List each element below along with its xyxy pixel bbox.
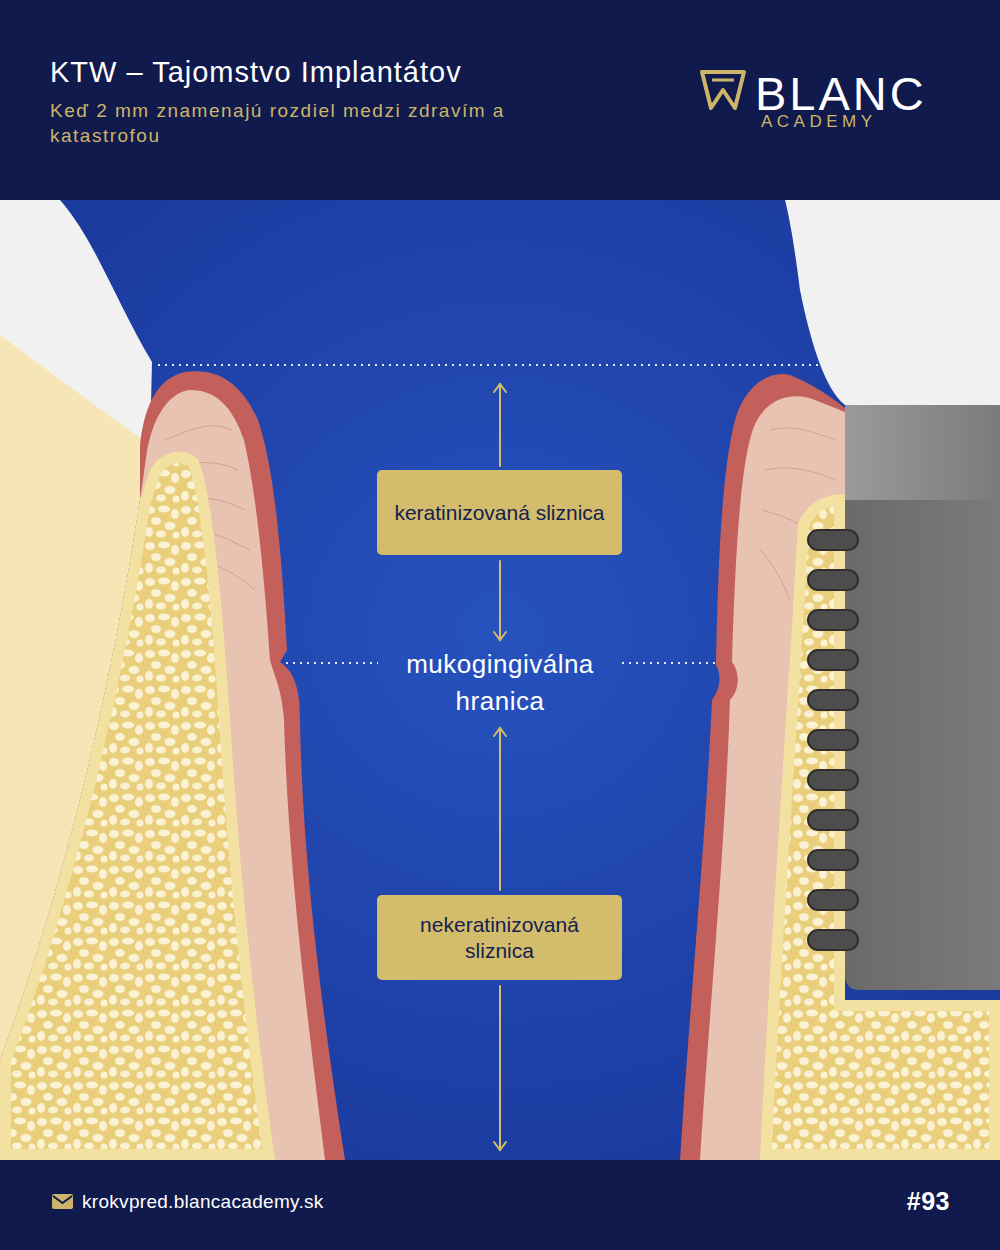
gingiva [0,371,345,1160]
title: KTW – Tajomstvo Implantátov [50,56,462,89]
keratinized-mucosa-box: keratinizovaná sliznica [377,470,622,555]
subtitle: Keď 2 mm znamenajú rozdiel medzi zdravím… [50,98,570,148]
logo-icon [712,79,734,82]
gingival-margin-line [158,364,822,366]
mail-icon [52,1194,73,1209]
issue-number: #93 [860,1187,950,1215]
logo-word: BLANC [755,70,927,117]
alveolar-bone [0,452,275,1160]
implant-crown [785,200,1000,405]
footer-band [0,1160,1000,1250]
tooth-crown [0,200,152,445]
mucogingival-line [286,662,378,664]
nonkeratinized-mucosa-box: nekeratinizovaná sliznica [377,895,622,980]
connective-tissue [0,390,325,1160]
logo-icon [702,72,744,108]
box-text: nekeratinizovaná sliznica [389,912,610,964]
box-text: keratinizovaná sliznica [394,500,604,526]
implant [808,405,1000,990]
mucogingival-line [622,662,718,664]
website-url: krokvpred.blancacademy.sk [82,1191,324,1213]
header-band [0,0,1000,200]
boundary-label: mukogingiválna hranica [385,646,615,720]
logo-subword: ACADEMY [761,113,877,130]
